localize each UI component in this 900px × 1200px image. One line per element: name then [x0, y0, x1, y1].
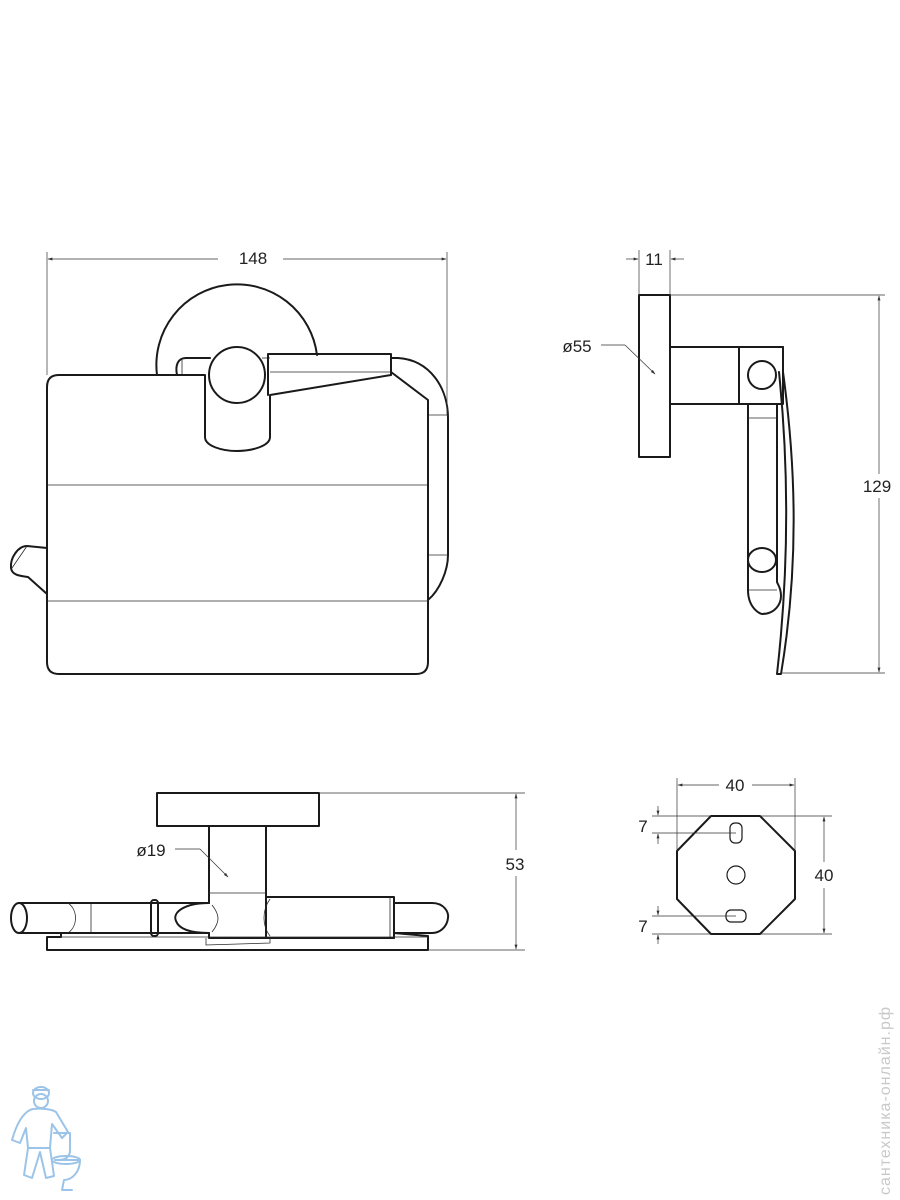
dim-front-width-label: 148 — [239, 249, 267, 268]
front-flange — [155, 283, 318, 376]
top-roll-end — [393, 902, 450, 934]
front-knob — [208, 346, 266, 404]
side-cover-profile — [776, 346, 795, 675]
dim-slot-top: 7 — [638, 806, 736, 844]
dim-flange-diameter-label: ø55 — [562, 337, 591, 356]
side-arm — [669, 346, 740, 405]
dim-rod-diameter: ø19 — [136, 841, 229, 878]
side-flange — [638, 294, 671, 458]
dim-plate-height-label: 40 — [815, 866, 834, 885]
dim-slot-top-label: 7 — [638, 817, 647, 836]
side-pivot-circle — [747, 360, 777, 390]
dim-front-width: 148 — [46, 249, 448, 415]
dim-flange-diameter: ø55 — [562, 337, 656, 375]
mounting-plate-view: 40 40 7 7 — [638, 776, 833, 944]
side-spindle — [747, 403, 782, 615]
top-spindle — [18, 902, 210, 934]
mounting-center-hole — [726, 865, 746, 885]
front-lid — [267, 353, 392, 396]
front-cover — [46, 371, 429, 675]
front-roll-guard — [391, 357, 449, 601]
dim-side-height: 129 — [670, 294, 891, 674]
top-spindle-end — [10, 902, 28, 934]
dim-slot-bottom-label: 7 — [638, 917, 647, 936]
side-spindle-end — [747, 547, 777, 573]
top-plate — [46, 932, 429, 951]
dim-side-depth: 11 — [626, 250, 684, 295]
dim-rod-diameter-label: ø19 — [136, 841, 165, 860]
dim-top-height: 53 — [319, 792, 525, 951]
dim-plate-height: 40 — [760, 815, 834, 935]
dim-plate-width: 40 — [676, 776, 796, 851]
side-view: 11 129 ø55 — [562, 250, 891, 675]
dim-side-depth-label: 11 — [645, 250, 663, 269]
front-view: 148 — [9, 249, 449, 675]
top-arm — [208, 825, 267, 904]
front-roll-end — [9, 545, 48, 595]
top-lid — [265, 896, 395, 939]
top-view: 53 ø19 — [10, 792, 525, 951]
dim-side-height-label: 129 — [863, 477, 891, 496]
dim-top-height-label: 53 — [506, 855, 525, 874]
dim-slot-bottom: 7 — [638, 906, 736, 944]
top-spindle-ring — [150, 899, 159, 937]
dim-plate-width-label: 40 — [726, 776, 745, 795]
top-flange — [156, 792, 320, 827]
front-arm — [175, 357, 211, 376]
watermark-text: сантехника-онлайн.рф — [877, 1006, 894, 1195]
plumber-mascot-logo — [11, 1086, 81, 1191]
